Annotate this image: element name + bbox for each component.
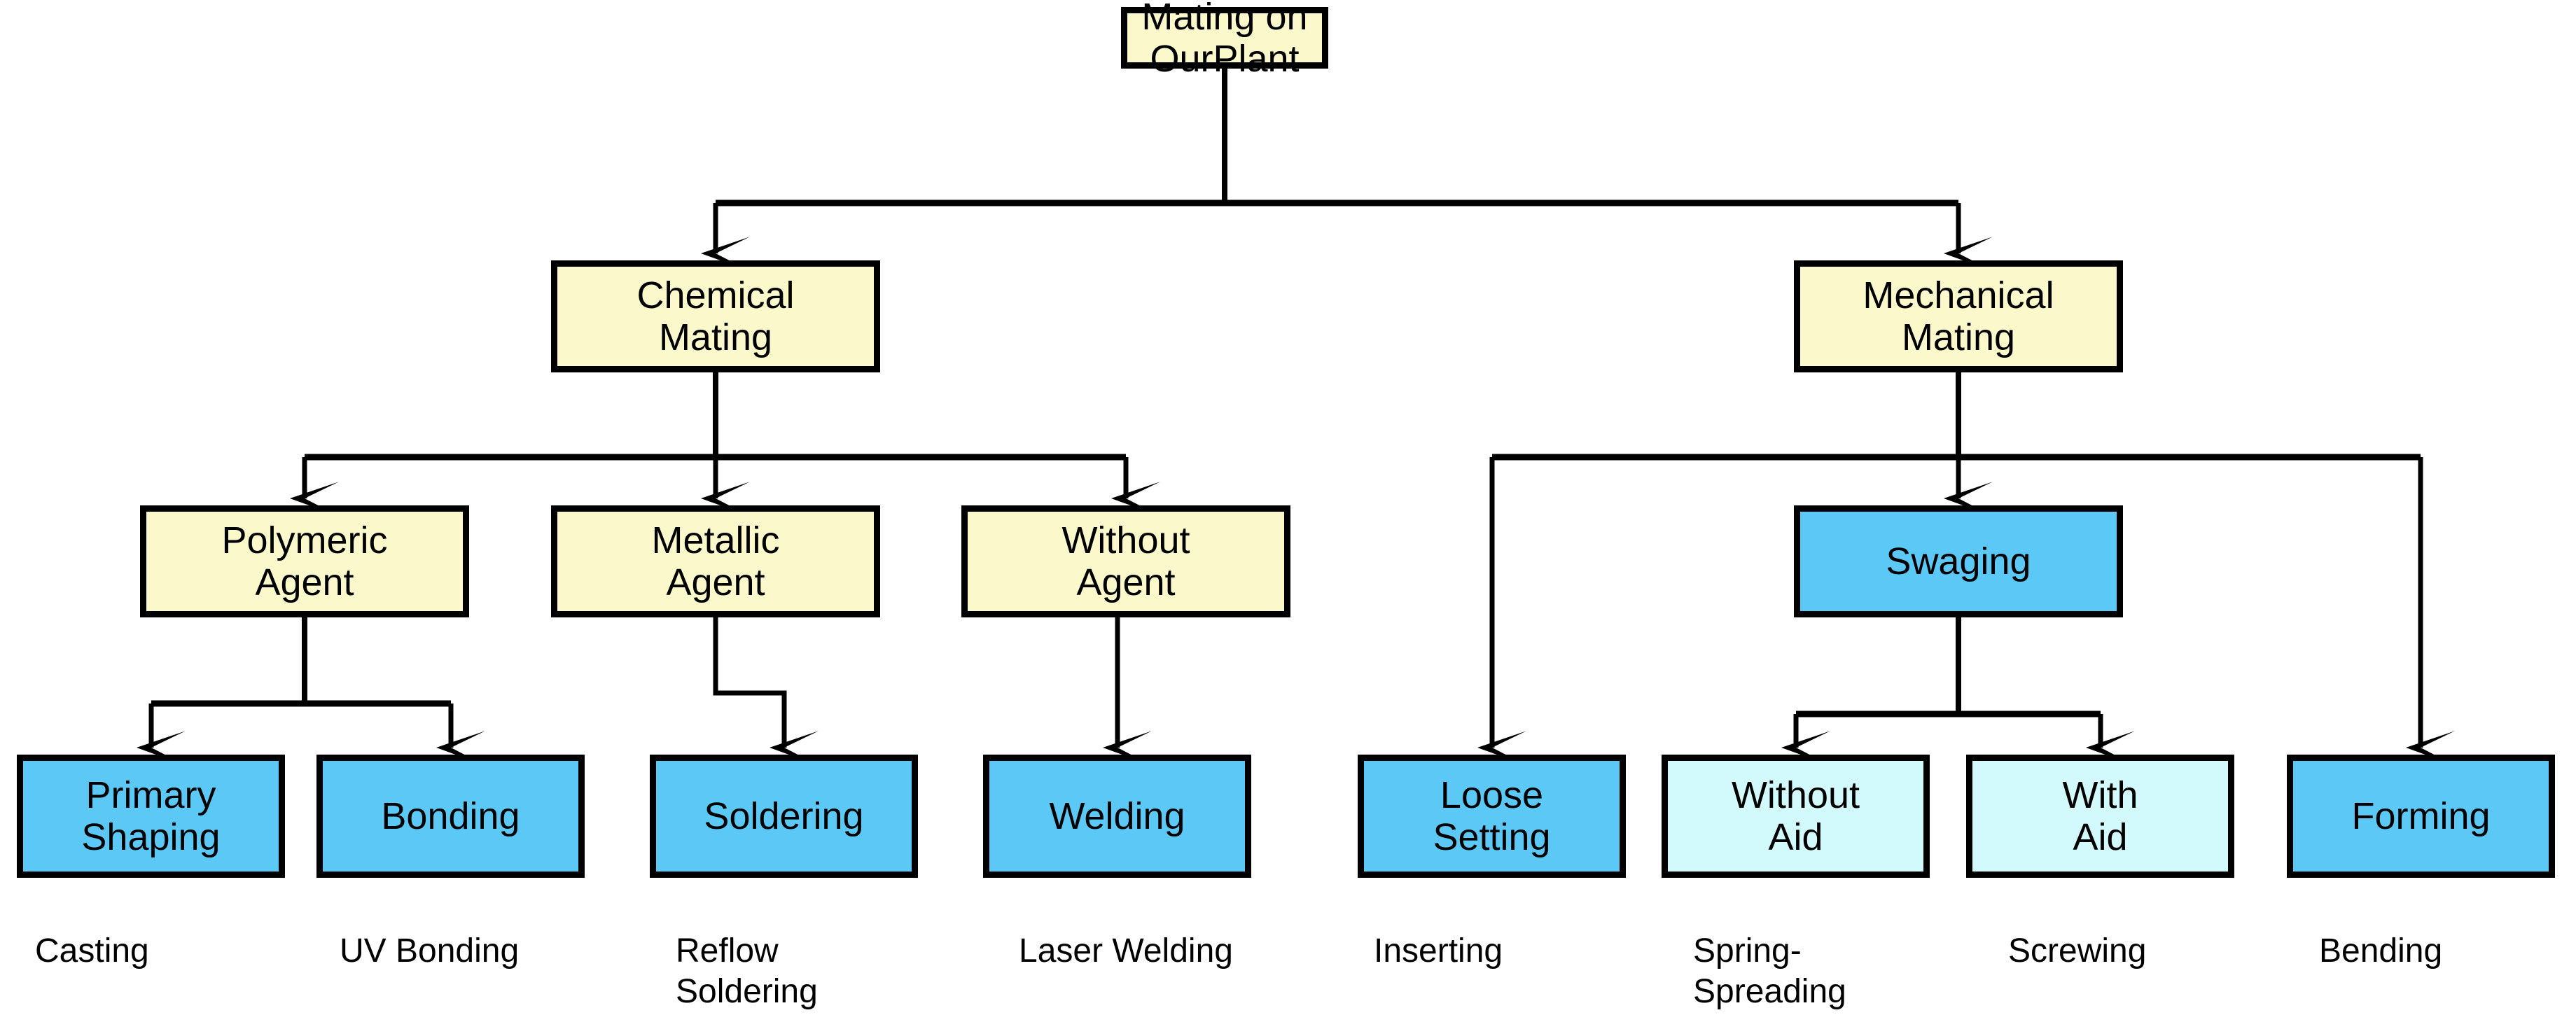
caption-reflow-soldering: Reflow Soldering [676,932,818,1010]
node-bonding[interactable]: Bonding [316,755,585,878]
node-primary-shaping-label: Primary Shaping [81,774,221,858]
node-mechanical-mating[interactable]: Mechanical Mating [1794,260,2123,372]
node-chemical-mating-label: Chemical Mating [636,274,795,358]
node-root-label: Mating on OurPlant [1141,0,1308,80]
node-welding-label: Welding [1049,794,1185,837]
node-forming[interactable]: Forming [2287,755,2555,878]
node-polymeric-agent[interactable]: Polymeric Agent [140,505,469,617]
caption-casting: Casting [35,932,149,969]
caption-screwing: Screwing [2008,932,2147,969]
caption-laser-welding: Laser Welding [1019,932,1233,969]
node-forming-label: Forming [2351,794,2491,837]
node-without-agent[interactable]: Without Agent [961,505,1290,617]
node-welding[interactable]: Welding [983,755,1251,878]
node-bonding-label: Bonding [381,794,520,837]
node-without-aid[interactable]: Without Aid [1662,755,1930,878]
node-primary-shaping[interactable]: Primary Shaping [17,755,285,878]
edge-metallic-to-soldering [713,617,819,766]
node-mechanical-mating-label: Mechanical Mating [1863,274,2054,358]
node-swaging[interactable]: Swaging [1794,505,2123,617]
node-without-aid-label: Without Aid [1731,774,1860,858]
node-loose-setting[interactable]: Loose Setting [1358,755,1626,878]
node-polymeric-agent-label: Polymeric Agent [221,519,388,603]
node-soldering-label: Soldering [704,794,864,837]
node-metallic-agent[interactable]: Metallic Agent [551,505,880,617]
caption-spring-spreading: Spring- Spreading [1693,932,1846,1010]
node-without-agent-label: Without Agent [1061,519,1190,603]
node-root[interactable]: Mating on OurPlant [1121,0,1328,80]
node-metallic-agent-label: Metallic Agent [651,519,780,603]
node-loose-setting-label: Loose Setting [1433,774,1551,858]
caption-bending: Bending [2319,932,2443,969]
node-with-aid[interactable]: With Aid [1966,755,2234,878]
caption-inserting: Inserting [1374,932,1503,969]
node-with-aid-label: With Aid [2062,774,2138,858]
caption-uv-bonding: UV Bonding [340,932,520,969]
node-chemical-mating[interactable]: Chemical Mating [551,260,880,372]
node-soldering[interactable]: Soldering [650,755,918,878]
node-swaging-label: Swaging [1886,540,2031,582]
